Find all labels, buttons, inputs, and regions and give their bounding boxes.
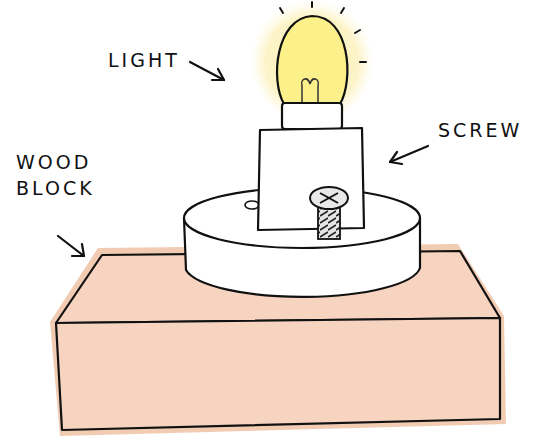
light-bulb [277,16,347,129]
socket-box [258,128,364,230]
part-label: SCREW [438,118,546,144]
part-label: LIGHT [108,48,198,74]
leader-arrows [58,62,428,256]
part-label: WOOD BLOCK [16,150,136,201]
screw [310,187,348,239]
light-rays [280,2,366,62]
